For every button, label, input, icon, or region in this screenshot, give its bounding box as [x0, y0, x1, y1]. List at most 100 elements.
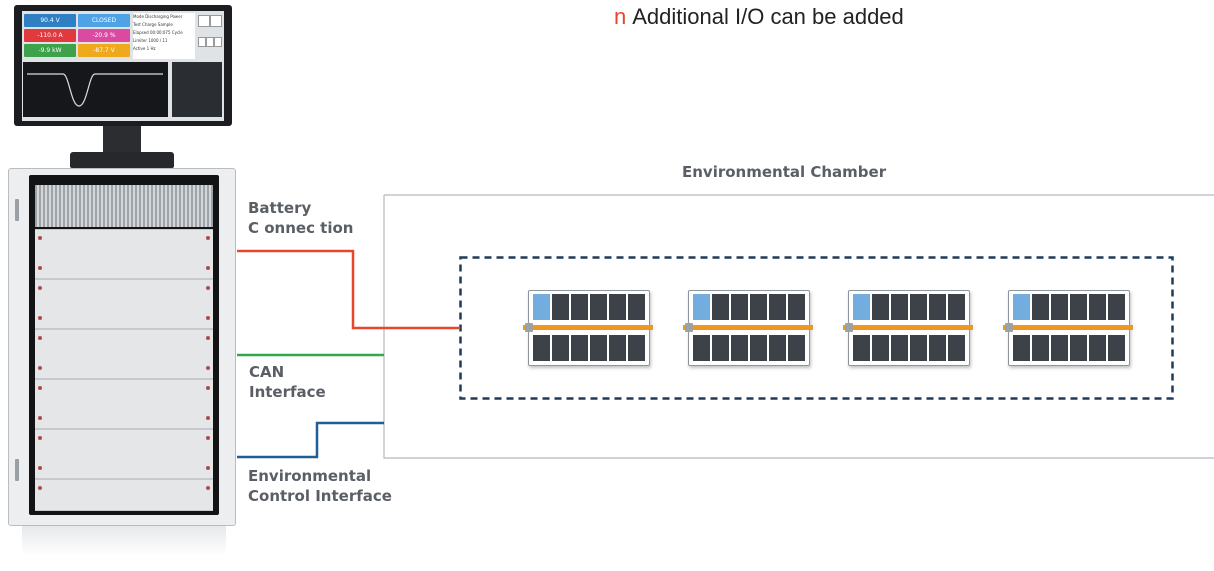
- chamber-title: Environmental Chamber: [682, 163, 887, 181]
- label-line: C onnec tion: [248, 219, 354, 237]
- status-label: Test: [133, 22, 141, 27]
- rack-latch: [15, 199, 19, 221]
- battery-cell-highlighted: [853, 294, 870, 320]
- label-line: Environmental: [248, 467, 372, 485]
- panel-screw: [206, 336, 210, 340]
- battery-cell-highlighted: [693, 294, 710, 320]
- status-value: 1000 / 11: [148, 38, 168, 43]
- battery-cell: [929, 335, 946, 361]
- monitor-stand-base: [70, 152, 174, 168]
- battery-cell: [1089, 294, 1106, 320]
- battery-module: [523, 290, 653, 366]
- panel-screw: [38, 236, 42, 240]
- battery-cell: [712, 294, 729, 320]
- monitor-stand-neck: [103, 126, 141, 154]
- panel-screw: [206, 236, 210, 240]
- battery-module: [843, 290, 973, 366]
- battery-cell: [712, 335, 729, 361]
- rack-panel: [35, 379, 213, 429]
- status-row: Mode Discharging Power: [133, 13, 195, 21]
- app-button[interactable]: [198, 15, 210, 27]
- waveform-svg: [27, 73, 163, 107]
- battery-cell: [891, 294, 908, 320]
- battery-cell-highlighted: [533, 294, 550, 320]
- battery-module: [1003, 290, 1133, 366]
- battery-cell: [590, 335, 607, 361]
- cell-voltage-tile: -87.7 V: [78, 44, 130, 57]
- battery-cell: [788, 294, 805, 320]
- label-line: Control Interface: [248, 487, 392, 505]
- status-value: Discharging Power: [145, 14, 183, 19]
- panel-screw: [38, 416, 42, 420]
- battery-cell: [1032, 294, 1049, 320]
- environmental-control-line: [237, 421, 384, 459]
- app-button[interactable]: [206, 37, 214, 47]
- panel-screw: [38, 286, 42, 290]
- battery-cell: [533, 335, 550, 361]
- battery-cell: [910, 294, 927, 320]
- panel-screw: [38, 316, 42, 320]
- battery-cell: [571, 294, 588, 320]
- status-row: Test Charge Sample: [133, 21, 195, 29]
- battery-cell: [750, 335, 767, 361]
- rack-frame: [29, 175, 219, 515]
- app-button[interactable]: [198, 37, 206, 47]
- panel-screw: [206, 386, 210, 390]
- can-interface-label: CAN Interface: [249, 362, 326, 402]
- module-terminal: [1005, 323, 1013, 332]
- app-button[interactable]: [214, 37, 222, 47]
- waveform-plot: [23, 62, 168, 117]
- battery-connection-line: [237, 249, 460, 330]
- battery-cell-highlighted: [1013, 294, 1030, 320]
- rack-panel: [35, 429, 213, 479]
- battery-cell: [769, 335, 786, 361]
- battery-cell: [872, 335, 889, 361]
- battery-cell: [1070, 294, 1087, 320]
- battery-cell: [750, 294, 767, 320]
- panel-screw: [206, 266, 210, 270]
- battery-cell: [1108, 294, 1125, 320]
- battery-cell: [731, 335, 748, 361]
- rack-grille: [35, 185, 213, 227]
- module-terminal: [845, 323, 853, 332]
- panel-screw: [206, 316, 210, 320]
- voltage-tile: 90.4 V: [24, 14, 76, 27]
- status-row: Active 1 Hz: [133, 45, 195, 53]
- panel-screw: [38, 436, 42, 440]
- panel-screw: [38, 486, 42, 490]
- status-row: Elapsed 00:00:075 Cycle: [133, 29, 195, 37]
- battery-cell: [1032, 335, 1049, 361]
- panel-screw: [38, 466, 42, 470]
- label-line: Interface: [249, 383, 326, 401]
- label-line: CAN: [249, 363, 285, 381]
- battery-cell: [628, 294, 645, 320]
- battery-cell: [769, 294, 786, 320]
- battery-cell: [628, 335, 645, 361]
- panel-screw: [38, 366, 42, 370]
- battery-cell: [1070, 335, 1087, 361]
- rack-reflection: [22, 526, 226, 556]
- rack-panel: [35, 279, 213, 329]
- app-button[interactable]: [210, 15, 222, 27]
- battery-cell: [929, 294, 946, 320]
- panel-screw: [38, 336, 42, 340]
- busbar-rail: [843, 325, 973, 330]
- status-label: Limiter: [133, 38, 148, 43]
- note-bullet: n: [614, 4, 627, 29]
- module-terminal: [685, 323, 693, 332]
- battery-cell: [609, 335, 626, 361]
- status-label: Mode: [133, 14, 144, 19]
- panel-screw: [206, 286, 210, 290]
- battery-cell: [552, 294, 569, 320]
- panel-screw: [38, 386, 42, 390]
- battery-module: [683, 290, 813, 366]
- busbar-rail: [683, 325, 813, 330]
- status-table: Mode Discharging Power Test Charge Sampl…: [133, 13, 195, 59]
- chamber-outline: [383, 194, 1214, 459]
- status-value: Charge Sample: [142, 22, 173, 27]
- battery-cell: [788, 335, 805, 361]
